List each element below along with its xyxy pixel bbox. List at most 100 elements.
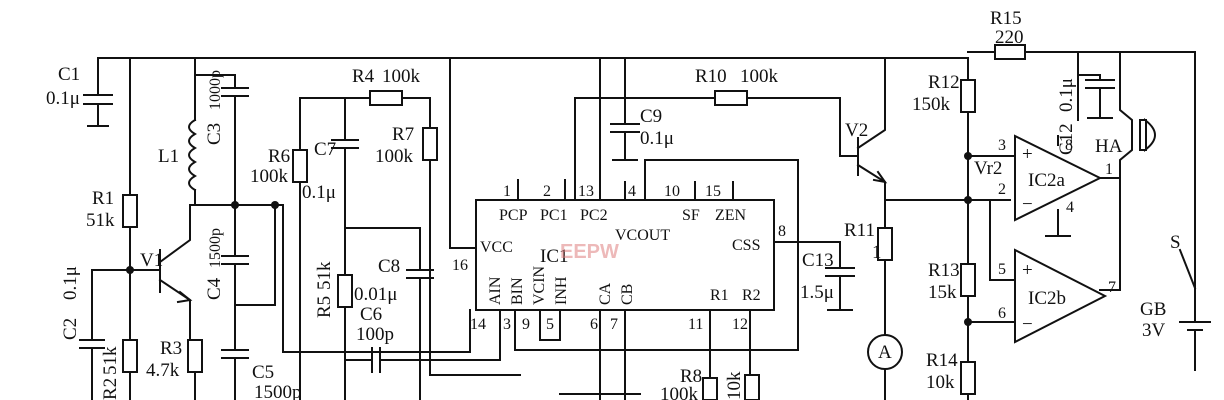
c6-value: 100p bbox=[356, 324, 394, 345]
switch-s: S bbox=[1170, 224, 1197, 290]
svg-text:R2: R2 bbox=[742, 287, 761, 304]
r3-value: 4.7k bbox=[146, 360, 180, 381]
op-amp-ic2b: + − IC2b 5 6 7 bbox=[998, 248, 1116, 344]
svg-text:7: 7 bbox=[610, 316, 618, 333]
r7-ref: R7 bbox=[392, 124, 414, 145]
svg-text:8: 8 bbox=[778, 223, 786, 240]
r11-ref: R11 bbox=[844, 220, 875, 241]
c6-ref: C6 bbox=[360, 304, 382, 325]
svg-text:7: 7 bbox=[1108, 279, 1116, 296]
r10-value: 100k bbox=[740, 66, 779, 87]
svg-text:PC2: PC2 bbox=[580, 207, 608, 224]
ha-ref: HA bbox=[1095, 136, 1123, 157]
r13-ref: R13 bbox=[928, 260, 960, 281]
r4-ref: R4 bbox=[352, 66, 375, 87]
svg-text:12: 12 bbox=[732, 316, 748, 333]
capacitor-c1: C1 0.1μ bbox=[46, 57, 113, 127]
svg-text:SF: SF bbox=[682, 207, 700, 224]
r5-ref: R5 bbox=[314, 296, 335, 318]
c3-ref: C3 bbox=[204, 123, 225, 145]
resistor-r14: R14 10k bbox=[926, 350, 976, 395]
svg-text:3: 3 bbox=[503, 316, 511, 333]
c2-value: 0.1μ bbox=[60, 266, 81, 300]
ammeter-symbol: A bbox=[878, 342, 892, 363]
ic2b-ref: IC2b bbox=[1028, 288, 1066, 309]
svg-text:INH: INH bbox=[553, 276, 570, 305]
r12-ref: R12 bbox=[928, 72, 960, 93]
r7-value: 100k bbox=[375, 146, 414, 167]
svg-text:CSS: CSS bbox=[732, 237, 760, 254]
svg-text:6: 6 bbox=[998, 305, 1006, 322]
r4-value: 100k bbox=[382, 66, 421, 87]
svg-text:5: 5 bbox=[998, 261, 1006, 278]
svg-text:CA: CA bbox=[597, 282, 614, 305]
r2-value: 51k bbox=[100, 346, 121, 375]
svg-text:10: 10 bbox=[664, 183, 680, 200]
svg-text:13: 13 bbox=[578, 183, 594, 200]
svg-text:1: 1 bbox=[1105, 161, 1113, 178]
svg-text:CB: CB bbox=[619, 284, 636, 305]
svg-text:+: + bbox=[1022, 260, 1033, 281]
resistor-r11: R11 1 bbox=[844, 199, 893, 336]
ic1-ref: IC1 bbox=[540, 246, 569, 267]
gb-value: 3V bbox=[1142, 320, 1166, 341]
inductor-l1: L1 bbox=[158, 57, 197, 206]
c7-value: 0.1μ bbox=[302, 182, 336, 203]
resistor-r4: R4 100k bbox=[352, 66, 421, 106]
resistor-r10: R10 100k bbox=[695, 66, 779, 106]
capacitor-c3: C3 1000p bbox=[194, 70, 249, 206]
resistor-r6: R6 100k bbox=[250, 146, 308, 400]
resistor-r7: R7 100k bbox=[375, 124, 521, 376]
svg-text:+: + bbox=[1022, 144, 1033, 165]
capacitor-c5: C5 1500p bbox=[221, 349, 302, 400]
c5-ref: C5 bbox=[252, 362, 274, 383]
op-amp-ic2a: + − IC2a 3 2 1 8 4 bbox=[998, 134, 1113, 222]
r15-ref: R15 bbox=[990, 8, 1022, 29]
ic1-chip: IC1 PCP PC1 PC2 VCOUT SF ZEN VCC CSS R1 … bbox=[475, 199, 775, 311]
resistor-r1: R1 51k bbox=[86, 188, 138, 231]
resistor-r12: R12 150k bbox=[912, 72, 976, 115]
r8-value: 100k bbox=[660, 384, 699, 400]
svg-text:16: 16 bbox=[452, 257, 468, 274]
watermark: EEPW bbox=[560, 241, 619, 263]
svg-text:9: 9 bbox=[522, 316, 530, 333]
svg-text:VCIN: VCIN bbox=[531, 265, 548, 305]
transistor-v2: V2 bbox=[845, 57, 888, 201]
resistor-r8: R8 100k bbox=[660, 366, 718, 400]
r1-ref: R1 bbox=[92, 188, 114, 209]
r13-value: 15k bbox=[928, 282, 957, 303]
svg-text:AIN: AIN bbox=[487, 276, 504, 305]
r12-value: 150k bbox=[912, 94, 951, 115]
svg-text:2: 2 bbox=[543, 183, 551, 200]
c4-ref: C4 bbox=[204, 277, 225, 300]
c4-value: 1500p bbox=[207, 228, 224, 268]
svg-text:4: 4 bbox=[1066, 199, 1074, 216]
resistor-r5: R5 51k bbox=[314, 261, 353, 400]
r11-value: 1 bbox=[872, 242, 882, 263]
r1-value: 51k bbox=[86, 210, 115, 231]
l1-ref: L1 bbox=[158, 146, 179, 167]
c9-value: 0.1μ bbox=[640, 128, 674, 149]
gb-ref: GB bbox=[1140, 299, 1166, 320]
c5-value: 1500p bbox=[254, 382, 302, 400]
ic2a-ref: IC2a bbox=[1028, 170, 1066, 191]
svg-text:15: 15 bbox=[705, 183, 721, 200]
s-ref: S bbox=[1170, 232, 1181, 253]
r15-value: 220 bbox=[995, 27, 1024, 48]
c13-value: 1.5μ bbox=[800, 282, 834, 303]
svg-text:8: 8 bbox=[1065, 137, 1073, 154]
capacitor-c6: C6 100p bbox=[344, 304, 501, 373]
c3-value: 1000p bbox=[207, 70, 224, 110]
svg-text:−: − bbox=[1022, 314, 1033, 335]
resistor-r3: R3 4.7k bbox=[146, 338, 203, 400]
r9-value: 10k bbox=[724, 371, 745, 400]
svg-text:2: 2 bbox=[998, 181, 1006, 198]
c7-ref: C7 bbox=[314, 139, 336, 160]
r14-value: 10k bbox=[926, 372, 955, 393]
c1-ref: C1 bbox=[58, 64, 80, 85]
battery-gb: GB 3V bbox=[1140, 289, 1211, 371]
resistor-r15: R15 220 bbox=[990, 8, 1026, 60]
r14-ref: R14 bbox=[926, 350, 958, 371]
r2-ref: R2 bbox=[100, 378, 121, 400]
c8-value: 0.01μ bbox=[354, 284, 397, 305]
